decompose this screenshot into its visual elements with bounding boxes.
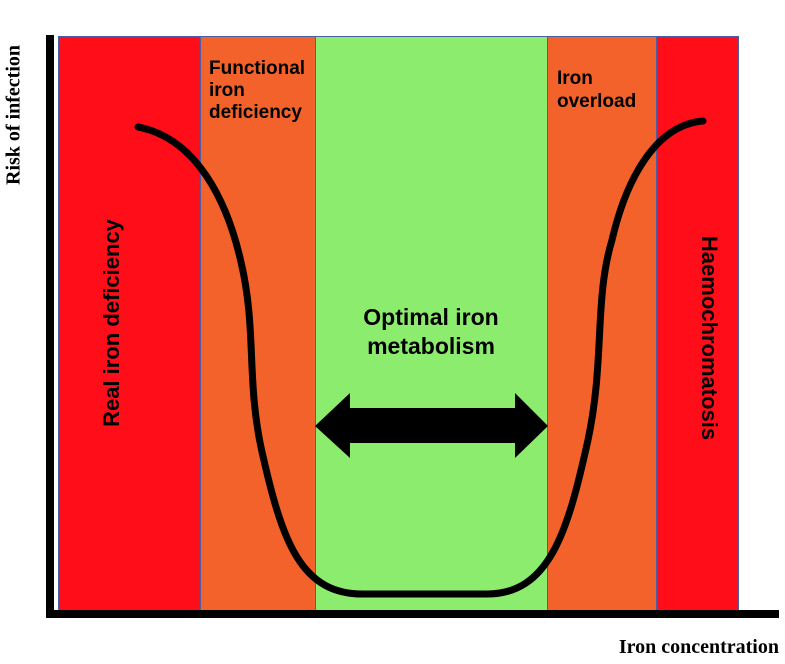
zone-functional-iron-deficiency: [200, 36, 316, 613]
zone-real-iron-deficiency: [58, 36, 201, 613]
x-axis-line: [46, 610, 779, 618]
x-axis-label: Iron concentration: [618, 636, 779, 658]
label-optimal-iron-metabolism: Optimal iron metabolism: [363, 304, 499, 359]
label-real-iron-deficiency: Real iron deficiency: [99, 219, 124, 427]
label-iron-overload: Iron overload: [557, 68, 637, 112]
y-axis-label: Risk of infection: [2, 45, 25, 185]
label-functional-iron-deficiency: Functional iron deficiency: [209, 58, 306, 123]
risk-curve: [134, 117, 707, 598]
y-axis-line: [46, 35, 54, 618]
label-haemochromatosis: Haemochromatosis: [697, 235, 722, 441]
bidirectional-arrow: [315, 393, 548, 458]
